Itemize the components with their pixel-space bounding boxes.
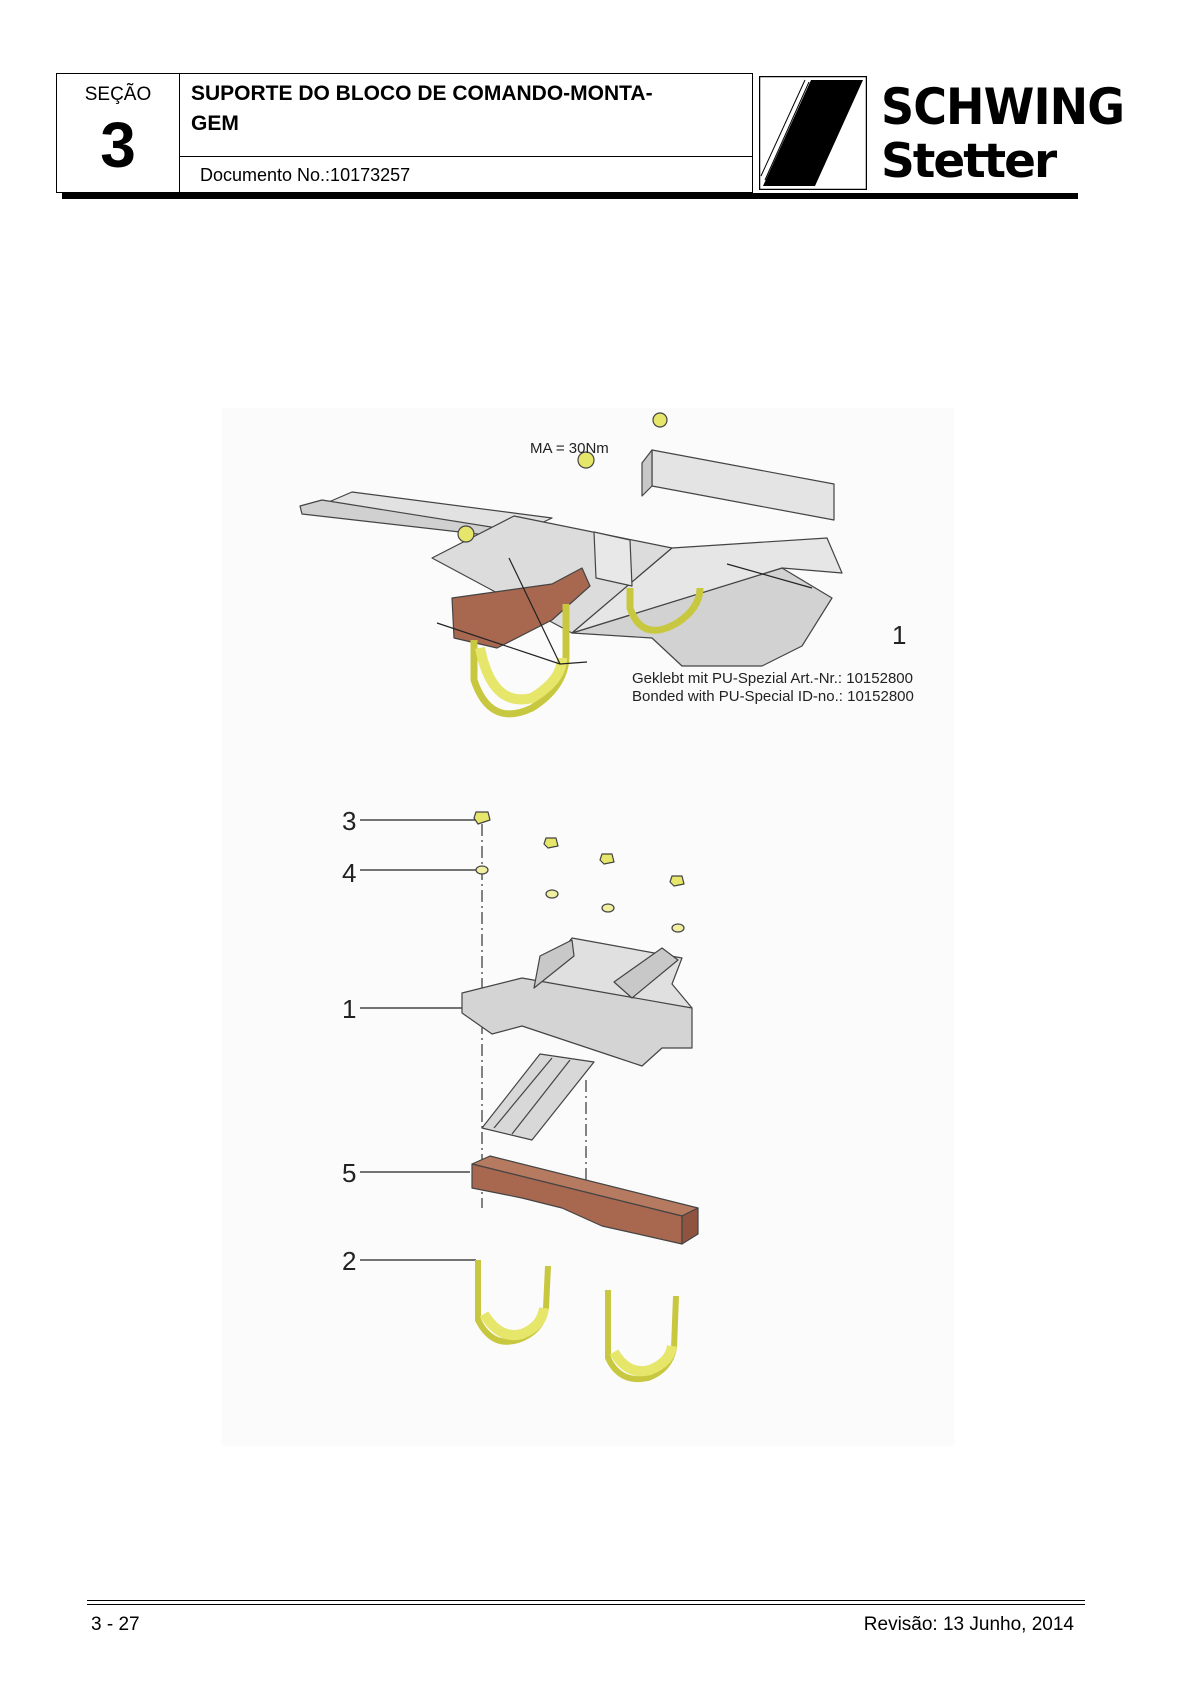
washer [475,865,489,875]
logo-line-1: SCHWING [881,78,1125,136]
assembled-view [299,412,843,718]
footer-rule-bottom [87,1604,1085,1605]
nut [473,811,491,825]
u-bolt-rear [626,587,704,634]
washer [671,923,685,933]
rubber-block [451,567,591,649]
footer-rule-top [87,1600,1085,1601]
nut [457,525,475,543]
logo-line-2: Stetter [881,134,1057,189]
title-line-1: SUPORTE DO BLOCO DE COMANDO-MONTA- [191,82,653,105]
exploded-view [360,811,699,1382]
nut [543,837,559,849]
torque-label: MA = 30Nm [530,440,609,457]
title-line-2: GEM [191,112,239,135]
document-row: Documento No.:10173257 [179,156,752,193]
technical-drawing: MA = 30Nm 1 Geklebt mit PU-Spezial Art.-… [222,408,954,1446]
callout-1-assembled: 1 [892,620,907,650]
header-box: SEÇÃO 3 SUPORTE DO BLOCO DE COMANDO-MONT… [56,73,753,193]
callout-3: 3 [342,806,357,836]
rail-exploded [481,1053,595,1141]
bonded-note-en: Bonded with PU-Special ID-no.: 10152800 [632,688,914,705]
section-number: 3 [100,109,136,181]
clamp-strap [593,531,633,587]
page-number: 3 - 27 [91,1614,140,1635]
callout-5: 5 [342,1158,357,1188]
washer [601,903,615,913]
nut [577,451,595,469]
revision-date: Revisão: 13 Junho, 2014 [863,1614,1074,1635]
callout-2: 2 [342,1246,357,1276]
callout-1: 1 [342,994,357,1024]
bonded-note-de: Geklebt mit PU-Spezial Art.-Nr.: 1015280… [632,670,913,687]
angle-bracket [651,449,835,521]
document-number: Documento No.:10173257 [200,165,411,185]
nut [669,875,685,887]
section-box: SEÇÃO 3 [57,74,180,192]
washer [545,889,559,899]
assembly-illustration [299,412,843,1382]
schwing-logo-mark-icon [759,76,867,190]
nut [599,853,615,865]
header-rule [62,193,1078,199]
section-label: SEÇÃO [84,84,152,105]
callout-4: 4 [342,858,357,888]
page-title: SUPORTE DO BLOCO DE COMANDO-MONTA- GEM [191,79,731,139]
nut [652,412,668,428]
